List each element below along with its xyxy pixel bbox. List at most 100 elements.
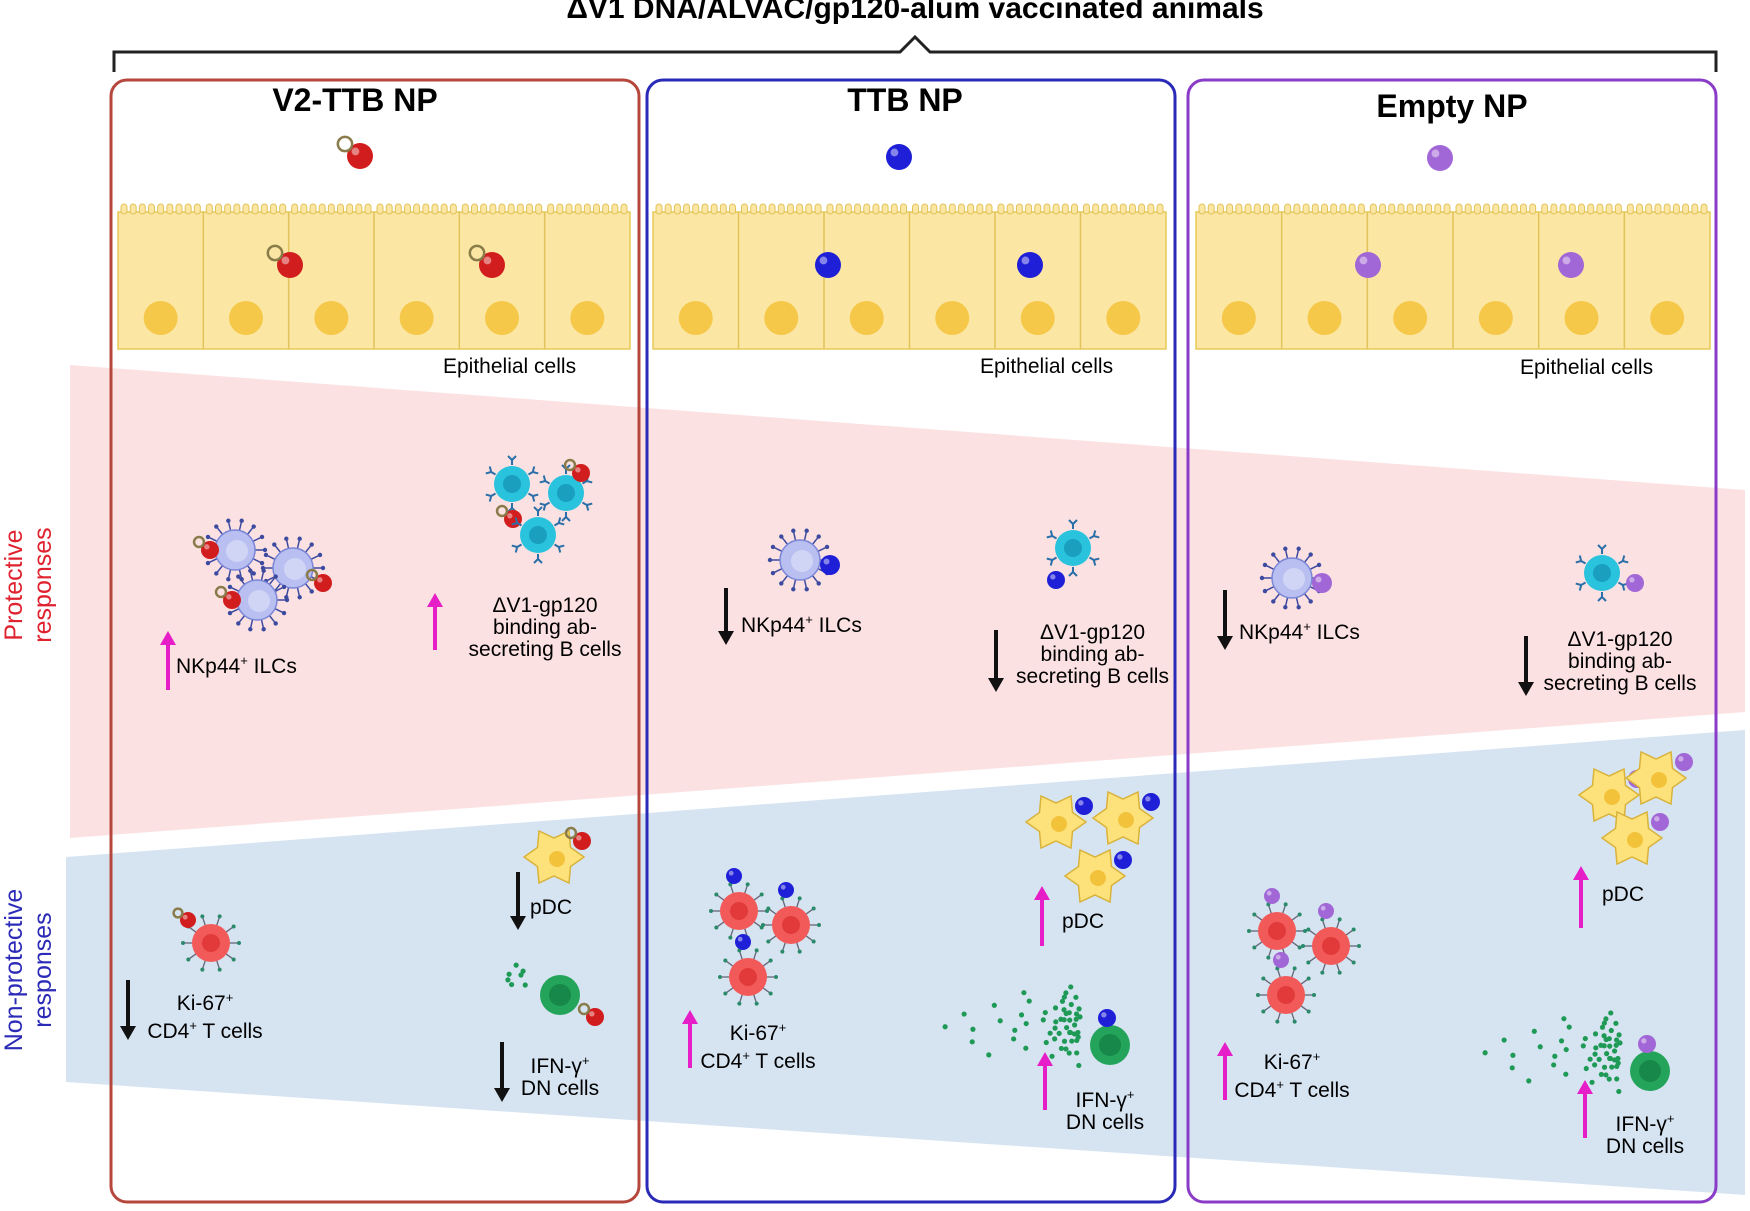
ifn-droplet: [1042, 1009, 1048, 1016]
t-cell-spike-tip: [761, 923, 765, 927]
microvillus: [939, 203, 947, 215]
microvillus: [120, 203, 128, 215]
microvillus: [184, 203, 192, 215]
microvillus: [1119, 203, 1127, 215]
microvillus: [1464, 203, 1472, 215]
microvillus: [1043, 203, 1051, 215]
t-cell-spike-tip: [754, 948, 759, 953]
ifn-droplet: [1069, 1038, 1075, 1044]
ifn-droplet: [1613, 1037, 1620, 1043]
ifn-droplet: [1607, 1055, 1614, 1062]
nk-cell-spike-tip: [273, 574, 278, 579]
nanoparticle-highlight: [1678, 756, 1684, 762]
ifn-droplet: [1592, 1031, 1599, 1037]
ifn-droplet: [1049, 1053, 1055, 1059]
ifn-droplet: [1056, 1030, 1062, 1036]
nk-cell-spike-tip: [263, 552, 269, 558]
t-cell-spike-tip: [723, 958, 728, 963]
nanoparticle-highlight: [890, 148, 899, 157]
microvillus: [318, 203, 326, 215]
microvillus: [664, 203, 672, 215]
nanoparticle-highlight: [281, 256, 290, 265]
nk-cell-spike-tip: [804, 587, 809, 592]
microvillus: [1330, 203, 1338, 215]
ifn-droplet: [1592, 1051, 1598, 1057]
microvillus: [1492, 203, 1500, 215]
epithelial-label: Epithelial cells: [980, 355, 1114, 378]
antibody: [1046, 556, 1058, 566]
microvillus: [556, 203, 564, 215]
microvillus: [1339, 203, 1347, 215]
ifn-droplet: [986, 1052, 992, 1058]
nanoparticle: [347, 143, 373, 169]
epithelial-nucleus: [143, 301, 178, 335]
nk-cell-spike-tip: [239, 518, 244, 523]
antibody: [1597, 544, 1607, 554]
microvillus: [593, 203, 600, 215]
ifn-droplet: [1615, 1060, 1621, 1066]
t-cell-nucleus: [1268, 922, 1286, 940]
ifn-droplet: [1593, 1045, 1599, 1051]
microvillus: [1034, 203, 1042, 215]
antibody: [485, 466, 497, 476]
ifn-droplet: [1596, 1056, 1602, 1062]
ifn-droplet: [1052, 1005, 1059, 1011]
t-cell-spike-tip: [217, 967, 222, 972]
nanoparticle: [223, 591, 241, 609]
ifn-droplet: [1603, 1016, 1609, 1022]
microvillus: [1302, 203, 1310, 215]
nk-cell-spike-tip: [770, 544, 776, 550]
microvillus: [1156, 203, 1164, 215]
microvillus: [1092, 203, 1100, 215]
ifn-droplet: [1612, 1048, 1618, 1054]
microvillus: [449, 203, 457, 215]
microvillus: [431, 203, 439, 215]
t-cell-spike-tip: [1247, 929, 1251, 933]
microvillus: [673, 203, 681, 215]
microvillus: [1587, 203, 1595, 215]
ifn-droplet: [1073, 1011, 1080, 1017]
nanoparticle-highlight: [204, 544, 210, 550]
t-cell-spike-tip: [766, 906, 771, 911]
nk-cell-spike-tip: [261, 627, 266, 632]
nanoparticle-highlight: [823, 558, 830, 565]
t-cell-spike-tip: [1266, 955, 1271, 960]
antibody: [1575, 581, 1587, 591]
nk-cell-spike-tip: [1308, 552, 1313, 557]
t-cell-spike-tip: [709, 909, 713, 913]
nanoparticle: [1318, 903, 1334, 919]
nk-cell-spike-tip: [1283, 605, 1288, 610]
pdc-nucleus: [1604, 789, 1620, 805]
microvillus: [1636, 203, 1644, 215]
microvillus: [1578, 203, 1585, 215]
panel-title-empty: Empty NP: [1376, 88, 1528, 124]
ifn-droplet: [1552, 1053, 1558, 1059]
microvillus: [279, 203, 287, 215]
microvillus: [1071, 203, 1078, 215]
b-cell-nucleus: [503, 475, 521, 493]
ifn-droplet: [513, 962, 519, 968]
ifn-droplet: [522, 982, 528, 988]
microvillus: [620, 203, 628, 215]
nk-cell: [272, 547, 314, 589]
t-cell-spike-tip: [817, 923, 821, 927]
non-protective-responses-label: Non-protective responses: [0, 870, 60, 1070]
panel-frame: [1186, 78, 1718, 1204]
dn-cell-nucleus: [549, 984, 571, 1006]
ifn-droplet: [1012, 1027, 1018, 1033]
t-cell-spike-tip: [231, 957, 236, 962]
ifn-droplet: [1598, 1071, 1604, 1078]
antigen-ring: [563, 458, 577, 472]
antigen-ring: [266, 244, 284, 262]
ifn-droplet: [1580, 1043, 1586, 1049]
ifn-droplet: [1617, 1040, 1623, 1046]
microvillus: [498, 203, 506, 215]
microvillus: [1700, 203, 1708, 215]
microvillus: [1128, 203, 1136, 215]
nk-cell-spike-tip: [259, 534, 265, 540]
ifn-droplet: [1074, 1050, 1080, 1056]
t-cell-spike-tip: [181, 941, 185, 945]
ifn-droplet: [1058, 1045, 1064, 1052]
pdc-nucleus: [549, 851, 565, 867]
antibody: [485, 492, 497, 502]
